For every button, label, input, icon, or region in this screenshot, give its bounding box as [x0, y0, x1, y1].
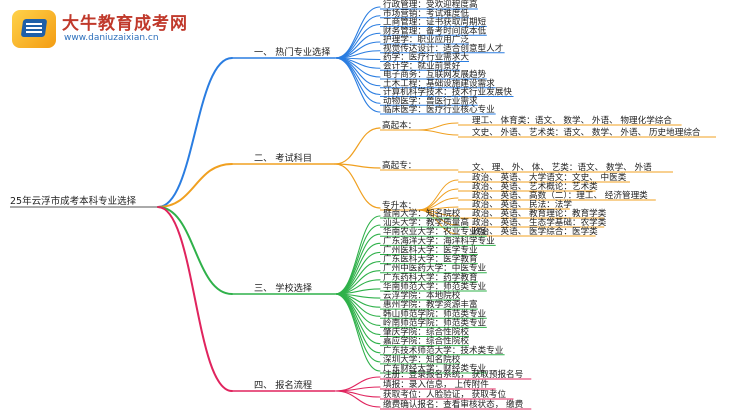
group-label: 高起本：: [382, 119, 416, 131]
logo-name: 大牛教育成考网: [62, 14, 188, 34]
leaf-item: 填报：录入信息， 上传附件: [383, 378, 489, 390]
connector-line: [417, 209, 459, 235]
leaf-item: 广东医科大学：医学教育: [383, 253, 478, 265]
leaf-item: 肇庆学院：综合性院校: [383, 326, 469, 338]
connector-line: [157, 163, 233, 208]
leaf-item: 工商管理：证书获取周期短: [383, 16, 487, 28]
leaf-item: 获取考位：人脸验证， 获取考位: [383, 388, 506, 400]
leaf-item: 云浮学院：本地院校: [383, 289, 461, 301]
branch-label: 二、 考试科目: [254, 152, 312, 164]
connector-line: [334, 163, 381, 209]
leaf-item: 深圳大学：知名院校: [383, 353, 461, 365]
leaf-item: 政治、 英语、 艺术概论：艺术类: [472, 180, 598, 192]
connector-line: [334, 293, 381, 372]
leaf-item: 财务管理：备考时间成本低: [383, 24, 487, 36]
leaf-item: 韩山师范学院：师范类专业: [383, 307, 487, 319]
connector-line: [157, 206, 233, 392]
connector-line: [334, 57, 381, 113]
connector-line: [334, 23, 381, 59]
leaf-item: 注册：登录报名系统， 获取预报名号: [383, 368, 523, 380]
connector-line: [334, 386, 381, 392]
leaf-item: 文、 理、 外、 体、 艺类：语文、 数学、 外语: [472, 161, 652, 173]
leaf-item: 华南师范大学：师范类专业: [383, 280, 487, 292]
leaf-item: 行政管理：受欢迎程度高: [383, 0, 478, 10]
group-label: 专升本：: [382, 199, 416, 211]
logo-url: www.daniuzaixian.cn: [64, 33, 159, 43]
group-label: 高起专：: [382, 159, 416, 171]
leaf-item: 广州医科大学：医学专业: [383, 243, 478, 255]
leaf-item: 会计学：就业前景好: [383, 59, 461, 71]
leaf-item: 市场营销：考试难度低: [383, 7, 469, 19]
leaf-item: 广东财经大学：财经类专业: [383, 362, 487, 374]
connector-line: [334, 15, 381, 59]
leaf-item: 广东技术师范大学：技术类专业: [383, 344, 504, 356]
leaf-item: 政治、 英语、 大学语文：文史、 中医类: [472, 171, 627, 183]
connector-line: [334, 127, 381, 165]
leaf-item: 惠州学院：教学资源丰富: [383, 298, 478, 310]
connector-line: [157, 57, 233, 208]
leaf-item: 土木工程：基础设施建设需求: [383, 77, 495, 89]
site-logo: 大牛教育成考网 www.daniuzaixian.cn: [12, 6, 202, 50]
connector-line: [417, 179, 459, 211]
leaf-item: 文史、 外语、 艺术类：语文、 数学、 外语、 历史地理综合: [472, 126, 701, 138]
leaf-item: 广州中医药大学：中医专业: [383, 262, 487, 274]
leaf-item: 视觉传达设计：适合创意型人才: [383, 42, 504, 54]
connector-line: [334, 293, 381, 345]
branch-label: 一、 热门专业选择: [254, 46, 330, 58]
connector-line: [417, 122, 459, 131]
leaf-item: 汕头大学：教学质量高: [383, 216, 469, 228]
connector-line: [334, 293, 381, 326]
leaf-item: 广东海洋大学：海洋科学专业: [383, 234, 495, 246]
leaf-item: 护理学：职业应用广泛: [383, 33, 469, 45]
leaf-item: 临床医学：医疗行业核心专业: [383, 103, 495, 115]
root-node: 25年云浮市成考本科专业选择: [10, 195, 137, 207]
leaf-item: 动物医学：兽医行业需求: [383, 94, 478, 106]
leaf-item: 广东药科大学：药学教育: [383, 271, 478, 283]
leaf-item: 暨南大学：知名院校: [383, 207, 461, 219]
logo-book-icon: [12, 10, 56, 48]
leaf-item: 理工、 体育类：语文、 数学、 外语、 物理化学综合: [472, 114, 672, 126]
leaf-item: 政治、 英语、 教育理论：教育学类: [472, 207, 607, 219]
connector-line: [334, 293, 381, 363]
branch-label: 三、 学校选择: [254, 282, 312, 294]
leaf-item: 政治、 英语、 生态学基础：农学类: [472, 216, 607, 228]
connector-line: [417, 129, 459, 136]
leaf-item: 政治、 英语、 民法：法学: [472, 198, 572, 210]
connector-line: [334, 293, 381, 354]
leaf-item: 嘉应学院：综合性院校: [383, 335, 469, 347]
leaf-item: 电子商务：互联网发展趋势: [383, 68, 487, 80]
leaf-item: 华南农业大学：农业专业强: [383, 225, 487, 237]
leaf-item: 岭南师范学院：师范类专业: [383, 316, 487, 328]
leaf-item: 缴费确认报名：查看审核状态， 缴费: [383, 398, 524, 410]
connector-line: [334, 163, 381, 169]
connector-line: [334, 224, 381, 295]
connector-line: [334, 233, 381, 295]
leaf-item: 药学：医疗行业需求大: [383, 51, 469, 63]
connector-line: [334, 57, 381, 104]
connector-line: [334, 390, 381, 408]
leaf-item: 政治、 英语、 高数（二）：理工、 经济管理类: [472, 189, 648, 201]
branch-label: 四、 报名流程: [254, 379, 312, 391]
leaf-item: 计算机科学技术：技术行业发展快: [383, 86, 512, 98]
connector-line: [157, 206, 233, 295]
leaf-item: 政治、 英语、 医学综合：医学类: [472, 225, 598, 237]
